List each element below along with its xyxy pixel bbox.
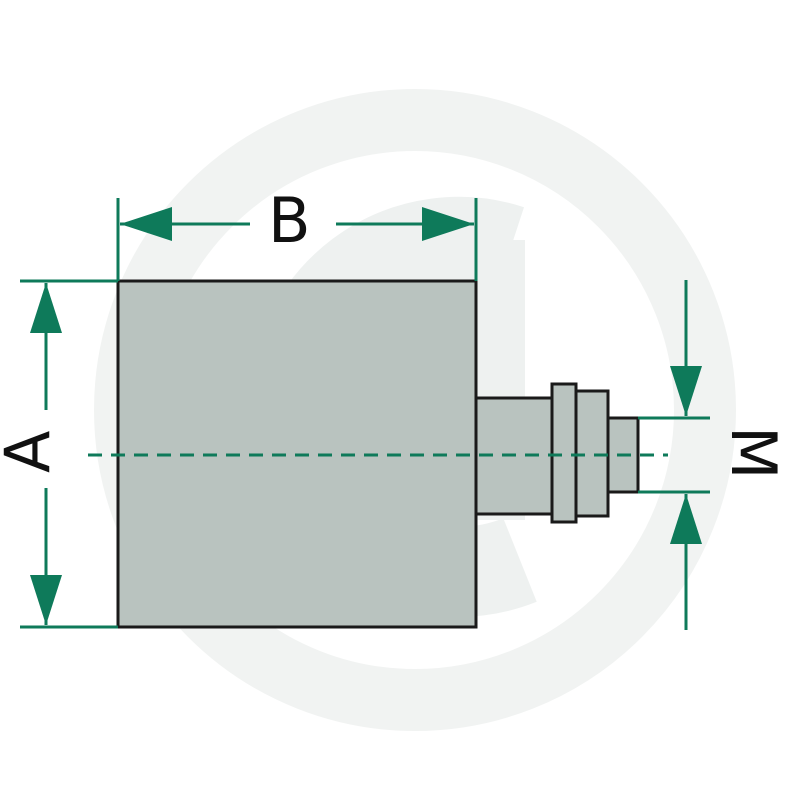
- dimension-b: [116, 198, 478, 281]
- dimension-m: [638, 280, 710, 630]
- dimension-label-a: A: [0, 431, 64, 473]
- dimension-label-b: B: [268, 184, 311, 257]
- dimension-label-m: M: [717, 426, 790, 480]
- shaft-collar: [550, 382, 578, 524]
- dimension-a: [20, 279, 118, 629]
